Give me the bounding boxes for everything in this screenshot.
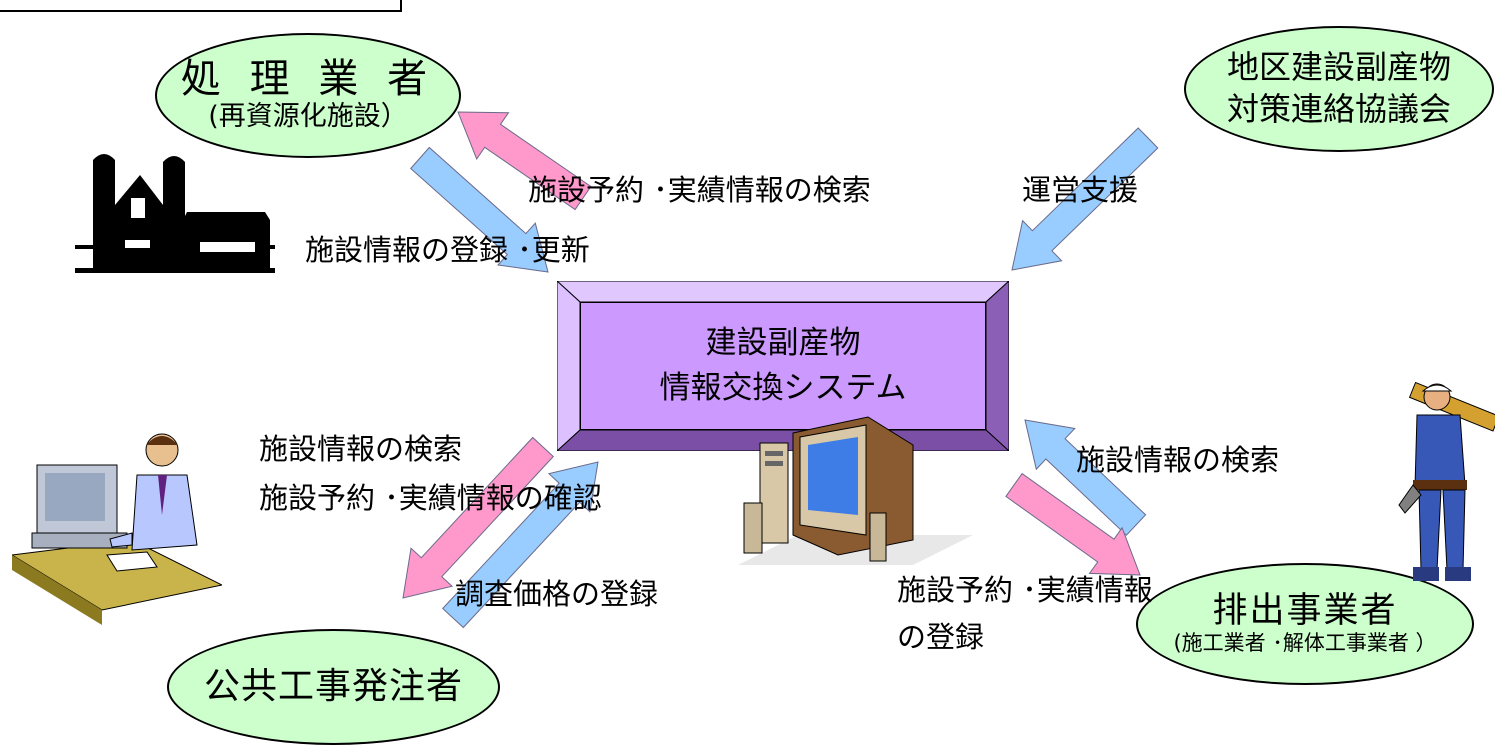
council-node: 地区建設副産物 対策連絡協議会 — [1184, 26, 1494, 152]
label-reservation-search: 施設予約 ･実績情報の検索 — [528, 173, 871, 207]
arrow-search-reservation — [457, 111, 592, 211]
center-line2: 情報交換システム — [659, 370, 907, 406]
council-line1: 地区建設副産物 — [1226, 48, 1451, 87]
label-reservation-register-1: 施設予約 ･実績情報 — [897, 573, 1153, 607]
discharger-title: 排出事業者 — [1212, 591, 1398, 632]
orderer-node: 公共工事発注者 — [167, 629, 500, 745]
top-rule — [0, 0, 402, 12]
label-operation-support: 運営支援 — [1022, 173, 1139, 207]
arrow-register-facility — [409, 146, 549, 273]
processor-title: 処 理 業 者 — [180, 56, 436, 103]
discharger-subtitle: (施工業者 ･解体工事業者 ） — [1173, 630, 1437, 655]
arrow-search-facility-right — [1024, 419, 1147, 536]
label-price-register: 調査価格の登録 — [455, 577, 659, 611]
arrow-register-price — [441, 461, 599, 629]
arrow-search-facility-left — [402, 436, 555, 599]
label-facility-search-left: 施設情報の検索 — [259, 432, 463, 466]
construction-worker-icon — [1398, 381, 1495, 581]
center-line1: 建設副産物 — [705, 325, 861, 362]
desktop-computer-icon — [738, 416, 973, 565]
discharger-node: 排出事業者 (施工業者 ･解体工事業者 ） — [1136, 563, 1474, 685]
arrow-operation-support — [1011, 127, 1159, 271]
arrow-register-reservation — [1005, 472, 1141, 576]
center-face: 建設副産物 情報交換システム — [580, 302, 986, 430]
label-facility-search-right: 施設情報の検索 — [1076, 443, 1280, 477]
processor-subtitle: (再資源化施設） — [208, 101, 408, 133]
orderer-title: 公共工事発注者 — [203, 666, 463, 708]
office-worker-at-computer-icon — [12, 433, 222, 625]
label-reservation-register-2: の登録 — [897, 620, 985, 654]
label-reservation-confirm: 施設予約 ･実績情報の確認 — [259, 481, 602, 515]
council-line2: 対策連絡協議会 — [1226, 90, 1451, 128]
label-facility-register-update: 施設情報の登録 ･更新 — [305, 233, 590, 267]
barn-silhouette-icon — [75, 154, 275, 273]
processor-node: 処 理 業 者 (再資源化施設） — [155, 33, 461, 158]
